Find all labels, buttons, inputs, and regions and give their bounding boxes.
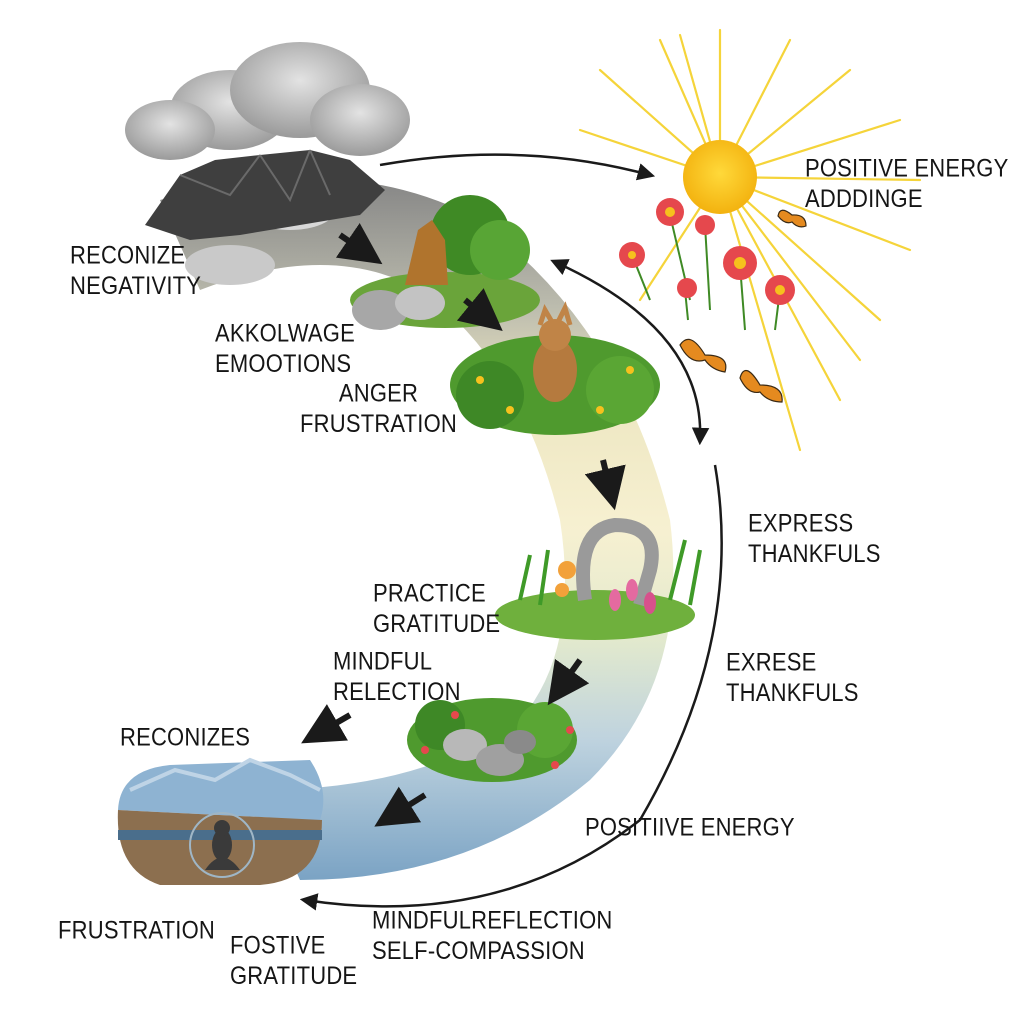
flowers-icon xyxy=(619,198,795,331)
sun-icon xyxy=(683,140,757,214)
meditating-figure-globe-icon xyxy=(117,757,324,885)
label-positive-energy: POSITIIVE ENERGY xyxy=(585,813,795,842)
label-frustration: FRUSTRATION xyxy=(58,916,216,945)
loop-arrows xyxy=(299,153,723,911)
flow-arrows xyxy=(301,223,626,827)
rocky-mountain-icon xyxy=(145,149,385,240)
rock-garden-icon xyxy=(407,698,577,782)
stone-arch-garden-icon xyxy=(495,517,702,640)
label-reconizes: RECONIZES xyxy=(120,723,251,752)
